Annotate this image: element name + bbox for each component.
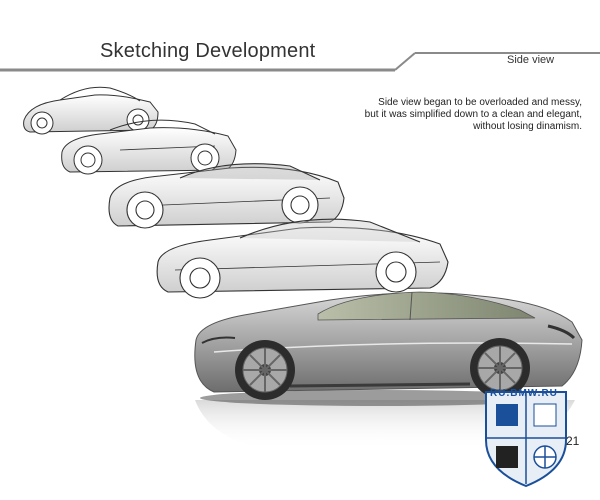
watermark-text: RU.BMW.RU bbox=[490, 388, 558, 399]
sketch-4 bbox=[156, 218, 449, 299]
page-number: 21 bbox=[566, 434, 580, 448]
page-title: Sketching Development bbox=[100, 40, 316, 62]
header-rule bbox=[0, 52, 600, 72]
front-wheel bbox=[235, 340, 295, 400]
final-render bbox=[194, 291, 583, 450]
sketch-3 bbox=[108, 163, 345, 229]
sketch-1 bbox=[23, 86, 159, 135]
description-line: Side view began to be overloaded and mes… bbox=[378, 97, 582, 108]
watermark-shield bbox=[485, 391, 567, 488]
section-label: Side view bbox=[507, 54, 555, 66]
description-line: but it was simplified down to a clean an… bbox=[364, 109, 582, 120]
description-line: without losing dinamism. bbox=[473, 121, 582, 132]
description: Side view began to be overloaded and mes… bbox=[322, 97, 582, 133]
sketch-2 bbox=[61, 119, 237, 175]
rear-wheel bbox=[470, 338, 530, 398]
